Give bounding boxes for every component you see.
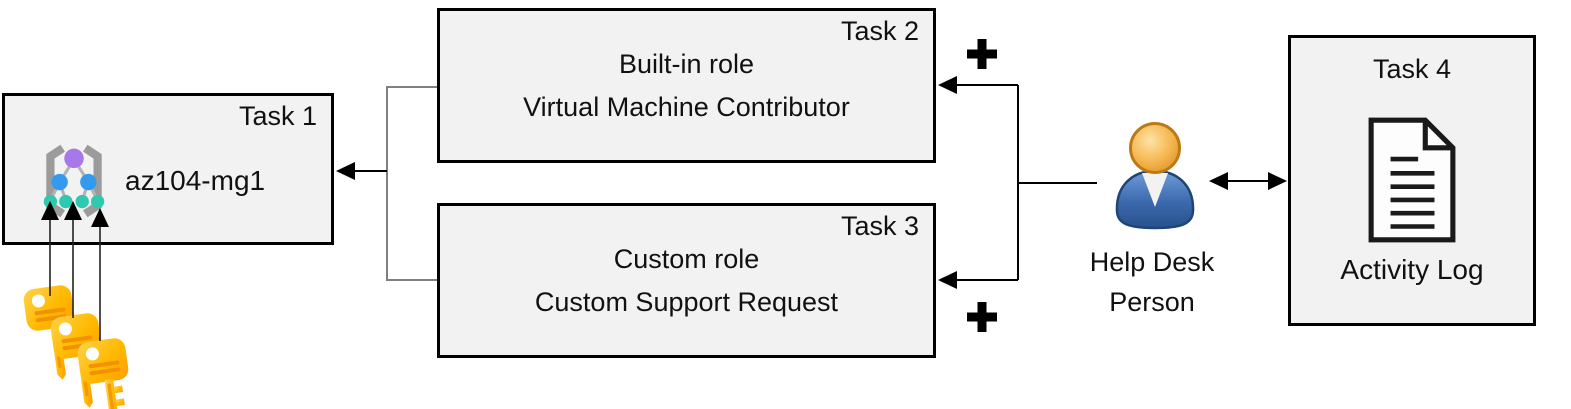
task1-resource-name: az104-mg1 [125, 165, 266, 196]
task2-line2: Virtual Machine Contributor [523, 92, 850, 122]
access-keys-icon [22, 283, 137, 409]
task2-label: Task 2 [840, 16, 919, 46]
task3-text: Custom role Custom Support Request [440, 238, 933, 324]
arrow-to-task1 [336, 162, 387, 180]
help-desk-person [1105, 118, 1205, 232]
task3-line1: Custom role [613, 244, 760, 274]
double-arrow-person-task4 [1209, 172, 1287, 190]
access-keys [14, 272, 154, 409]
management-group-icon [43, 144, 105, 218]
task4-caption: Activity Log [1340, 254, 1484, 285]
task2-line1: Built-in role [618, 49, 755, 79]
task1-label: Task 1 [238, 101, 317, 131]
left-bracket-connector [386, 86, 437, 281]
task2-box: Task 2 Built-in role Virtual Machine Con… [437, 8, 936, 163]
activity-log-document-icon [1368, 117, 1456, 243]
task1-content: az104-mg1 [35, 140, 265, 222]
person-label-line2: Person [1109, 287, 1195, 317]
help-desk-person-icon [1115, 122, 1195, 230]
arrow-to-task3 [938, 271, 1018, 289]
task3-box: Task 3 Custom role Custom Support Reques… [437, 203, 936, 358]
task3-line2: Custom Support Request [534, 287, 839, 317]
task4-label: Task 4 [1372, 54, 1452, 84]
help-desk-person-label: Help Desk Person [1027, 242, 1277, 322]
plus-icon [967, 302, 997, 332]
task2-text: Built-in role Virtual Machine Contributo… [440, 43, 933, 129]
plus-icon [967, 39, 997, 69]
person-label-line1: Help Desk [1089, 247, 1215, 277]
task4-box: Task 4 Activity Log [1288, 35, 1536, 326]
arrow-to-task2 [938, 76, 1018, 94]
task3-label: Task 3 [840, 211, 919, 241]
task1-box: Task 1 az104-mg1 [2, 93, 334, 245]
